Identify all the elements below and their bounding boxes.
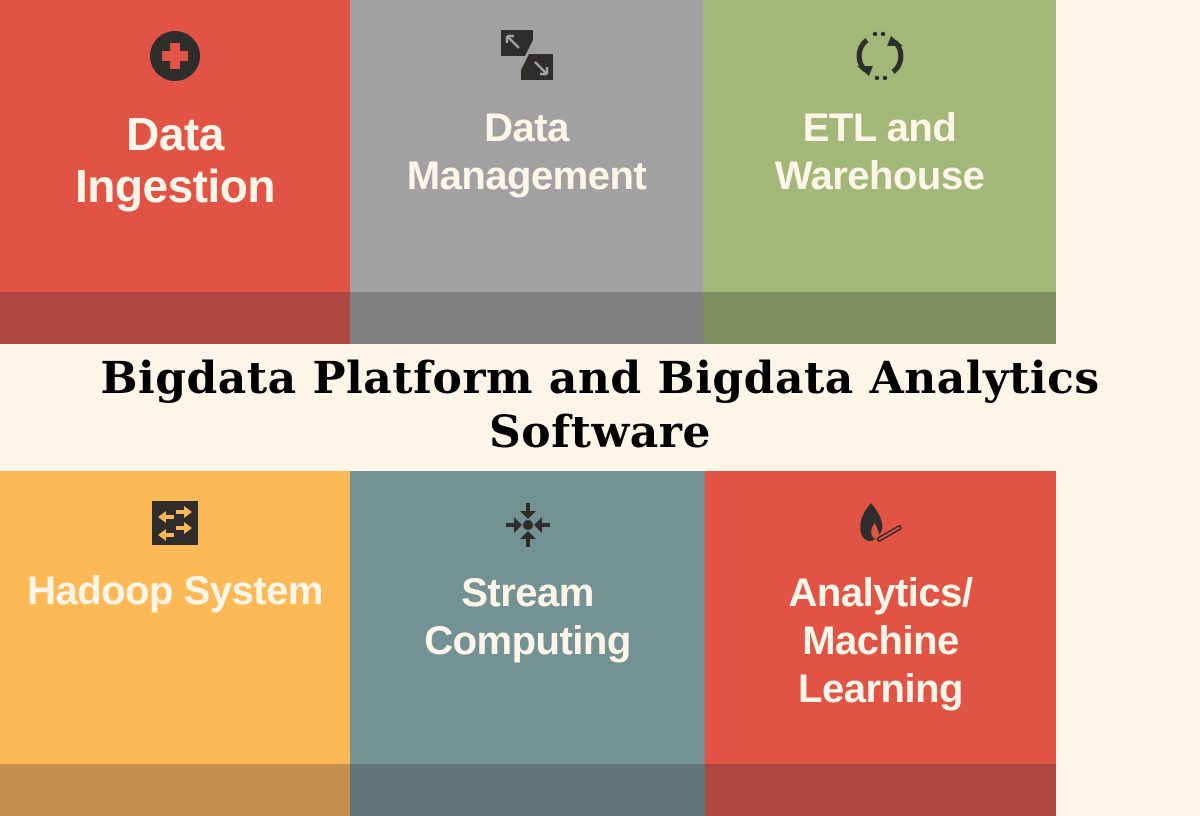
- expand-arrows-icon: [500, 30, 553, 85]
- tile-data-management: Data Management: [350, 0, 703, 344]
- tile-band: [350, 764, 705, 816]
- transfer-arrows-icon: [152, 501, 198, 550]
- tile-label: Data Ingestion: [75, 108, 275, 212]
- tile-band: [0, 764, 350, 816]
- page-title: Bigdata Platform and Bigdata Analytics S…: [0, 352, 1200, 460]
- tile-data-ingestion: Data Ingestion: [0, 0, 350, 344]
- tile-hadoop-system: Hadoop System: [0, 471, 350, 816]
- tile-stream-computing: Stream Computing: [350, 471, 705, 816]
- tile-label: ETL and Warehouse: [774, 106, 985, 198]
- tile-label: Analytics/ Machine Learning: [788, 571, 973, 711]
- tile-band: [350, 292, 703, 344]
- tile-label: Stream Computing: [424, 571, 631, 663]
- title-line-1: Bigdata Platform and Bigdata Analytics: [100, 353, 1100, 404]
- plus-circle-icon: [150, 31, 200, 86]
- title-line-2: Software: [489, 407, 711, 458]
- converge-arrows-icon: [504, 501, 552, 554]
- tile-band: [703, 292, 1056, 344]
- refresh-cycle-icon: [853, 30, 907, 87]
- tile-analytics-ml: Analytics/ Machine Learning: [705, 471, 1056, 816]
- match-flame-icon: [857, 501, 905, 552]
- tile-label: Data Management: [406, 106, 647, 198]
- tile-label: Hadoop System: [27, 569, 323, 613]
- tile-etl-warehouse: ETL and Warehouse: [703, 0, 1056, 344]
- tile-band: [705, 764, 1056, 816]
- tile-band: [0, 292, 350, 344]
